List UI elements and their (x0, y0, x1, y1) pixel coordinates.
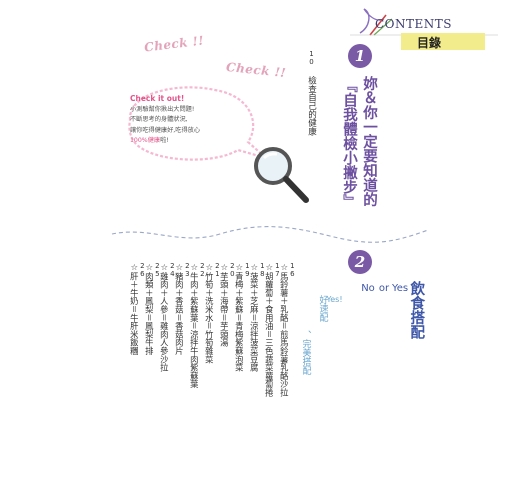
speech-bubble-text: Check it out! 小測驗幫你揪出大問題! 不斷思考的身體狀況, 讓你吃… (130, 94, 245, 147)
bubble-line-4-post: 啦! (160, 137, 169, 144)
bubble-title: Check it out! (130, 94, 185, 103)
list-item: 16☆馬鈴薯＋乳酪＝煎馬鈴薯乳酪沙拉 (279, 262, 297, 397)
contents-label: CONTENTS (375, 17, 453, 31)
list-item: 25☆肉類＋鳳梨＝鳳梨牛排 (144, 262, 162, 355)
section-2-title-en-3: No (361, 283, 375, 294)
dashed-divider (111, 226, 429, 243)
bubble-line-1: 小測驗幫你揪出大問題! (130, 105, 195, 113)
section-2-number: 2 (348, 250, 372, 274)
section-2-sub-en: Yes! (326, 295, 343, 304)
section-2-title-en-2: or (378, 283, 390, 294)
section-2-title-zh: 飲食搭配 (408, 281, 425, 339)
list-item: 17☆胡蘿蔔＋食用油＝三色蔬菜蘿蔔捲 (264, 262, 282, 397)
list-item: 23☆豬肉＋香菇＝香菇肉片 (174, 262, 192, 355)
list-item: 26☆肝＋牛奶＝牛肝米飯糰 (129, 262, 147, 355)
bubble-line-3: 讓你吃得健康好,吃得放心 (130, 126, 201, 134)
section-2-title-en-1: Yes (392, 283, 409, 294)
bubble-line-4: 100%健康啦! (130, 136, 245, 147)
bubble-line-2: 不斷思考的身體狀況, (130, 116, 188, 123)
list-item: 24☆雞肉＋人參＝雞肉人參沙拉 (159, 262, 177, 372)
list-item: 18☆菠菜＋芝麻＝涼拌菠菜豆腐 (249, 262, 267, 372)
section-1-title: 妳＆你一定要知道的 (360, 76, 377, 207)
toc-title: 目錄 (417, 36, 442, 50)
section-1-number: 1 (348, 44, 372, 68)
section-2-subtitle: Yes! 好速配 (317, 295, 343, 322)
toc-badge (401, 33, 485, 50)
list-item: 19☆青梅＋紫蘇＝青梅紫蘇泡菜 (234, 262, 252, 372)
list-item: 20☆芋頭＋海帶＝芋頭湯 (219, 262, 237, 347)
section-1-item-page: 10 (307, 50, 316, 66)
speech-bubble-shape (128, 86, 267, 161)
section-1-item: 10 檢查自己的健康 (306, 50, 317, 136)
list-item: 21☆竹筍＋洗米水＝竹筍雜菜 (204, 262, 222, 364)
list-item: 22☆牛肉＋紫蘇葉＝涼拌牛肉紫蘇葉 (189, 262, 207, 389)
section-2-sub-1: 好速配 (317, 295, 328, 322)
section-2-title: 飲食搭配 Yes or No (360, 281, 425, 339)
section-2-subtitle-2: 、完美搭配 (300, 330, 311, 375)
bubble-highlight: 100%健康 (130, 137, 161, 144)
magnifier-icon (254, 147, 309, 203)
check-scribble-2: Check !! (225, 59, 287, 81)
section-1-item-text: 檢查自己的健康 (306, 76, 317, 136)
section-1-subtitle: 『自我體檢小撇步』 (340, 78, 357, 209)
check-scribble-1: Check !! (143, 33, 205, 55)
